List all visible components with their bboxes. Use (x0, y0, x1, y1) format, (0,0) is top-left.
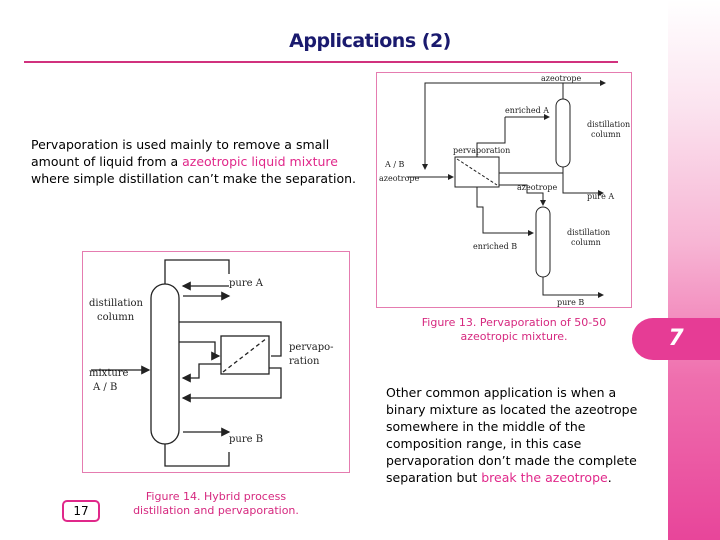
distillation-column-top (555, 98, 571, 168)
left-paragraph-text-1: Pervaporation is used mainly to remove a… (31, 137, 330, 169)
label-column-top: column (591, 130, 621, 139)
figure-14-diagram: pure A distillation column pervapo- rati… (89, 259, 334, 467)
label-ration: ration (289, 356, 320, 367)
label-azeotrope-left: azeotrope (379, 174, 420, 183)
right-paragraph-text-2: . (607, 470, 612, 485)
section-tab: 7 (632, 318, 720, 360)
figure-14-caption: Figure 14. Hybrid process distillation a… (133, 490, 299, 517)
label-pure-a: pure A (587, 192, 614, 201)
title-underline (24, 61, 618, 63)
label-column: column (97, 312, 135, 323)
label-distillation-top: distillation (587, 120, 630, 129)
figure-13-caption: Figure 13. Pervaporation of 50-50 azeotr… (421, 316, 607, 343)
label-distillation: distillation (89, 298, 144, 309)
side-decoration-band (668, 0, 720, 540)
right-paragraph-highlight: break the azeotrope (481, 470, 608, 485)
left-paragraph-highlight: azeotropic liquid mixture (182, 154, 338, 169)
label-pure-b: pure B (229, 434, 263, 445)
label-azeotrope-mid: azeotrope (517, 183, 558, 192)
label-pure-b: pure B (557, 298, 584, 307)
slide-title: Applications (2) (289, 30, 451, 52)
figure-13-diagram: azeotrope enriched A distillation column… (379, 74, 630, 307)
pervaporation-membrane (220, 335, 270, 375)
label-enriched-b: enriched B (473, 242, 517, 251)
left-paragraph-text-2: where simple distillation can’t make the… (31, 171, 357, 186)
figure-14: pure A distillation column pervapo- rati… (82, 251, 350, 473)
label-enriched-a: enriched A (505, 106, 549, 115)
label-ab-feed: A / B (384, 160, 405, 169)
label-pervaporation: pervaporation (453, 146, 510, 155)
figure-13: azeotrope enriched A distillation column… (376, 72, 632, 308)
page-number: 17 (62, 500, 100, 522)
label-pervapo: pervapo- (289, 342, 334, 353)
label-distillation-bottom: distillation (567, 228, 610, 237)
distillation-column (150, 283, 180, 445)
label-azeotrope-top: azeotrope (541, 74, 582, 83)
distillation-column-bottom (535, 206, 551, 278)
label-ab: A / B (92, 382, 117, 393)
label-pure-a: pure A (229, 278, 264, 289)
left-paragraph: Pervaporation is used mainly to remove a… (31, 136, 361, 187)
label-column-bottom: column (571, 238, 601, 247)
right-paragraph-text-1: Other common application is when a binar… (386, 385, 638, 485)
label-mixture: mixture (89, 368, 129, 379)
right-paragraph: Other common application is when a binar… (386, 384, 642, 486)
